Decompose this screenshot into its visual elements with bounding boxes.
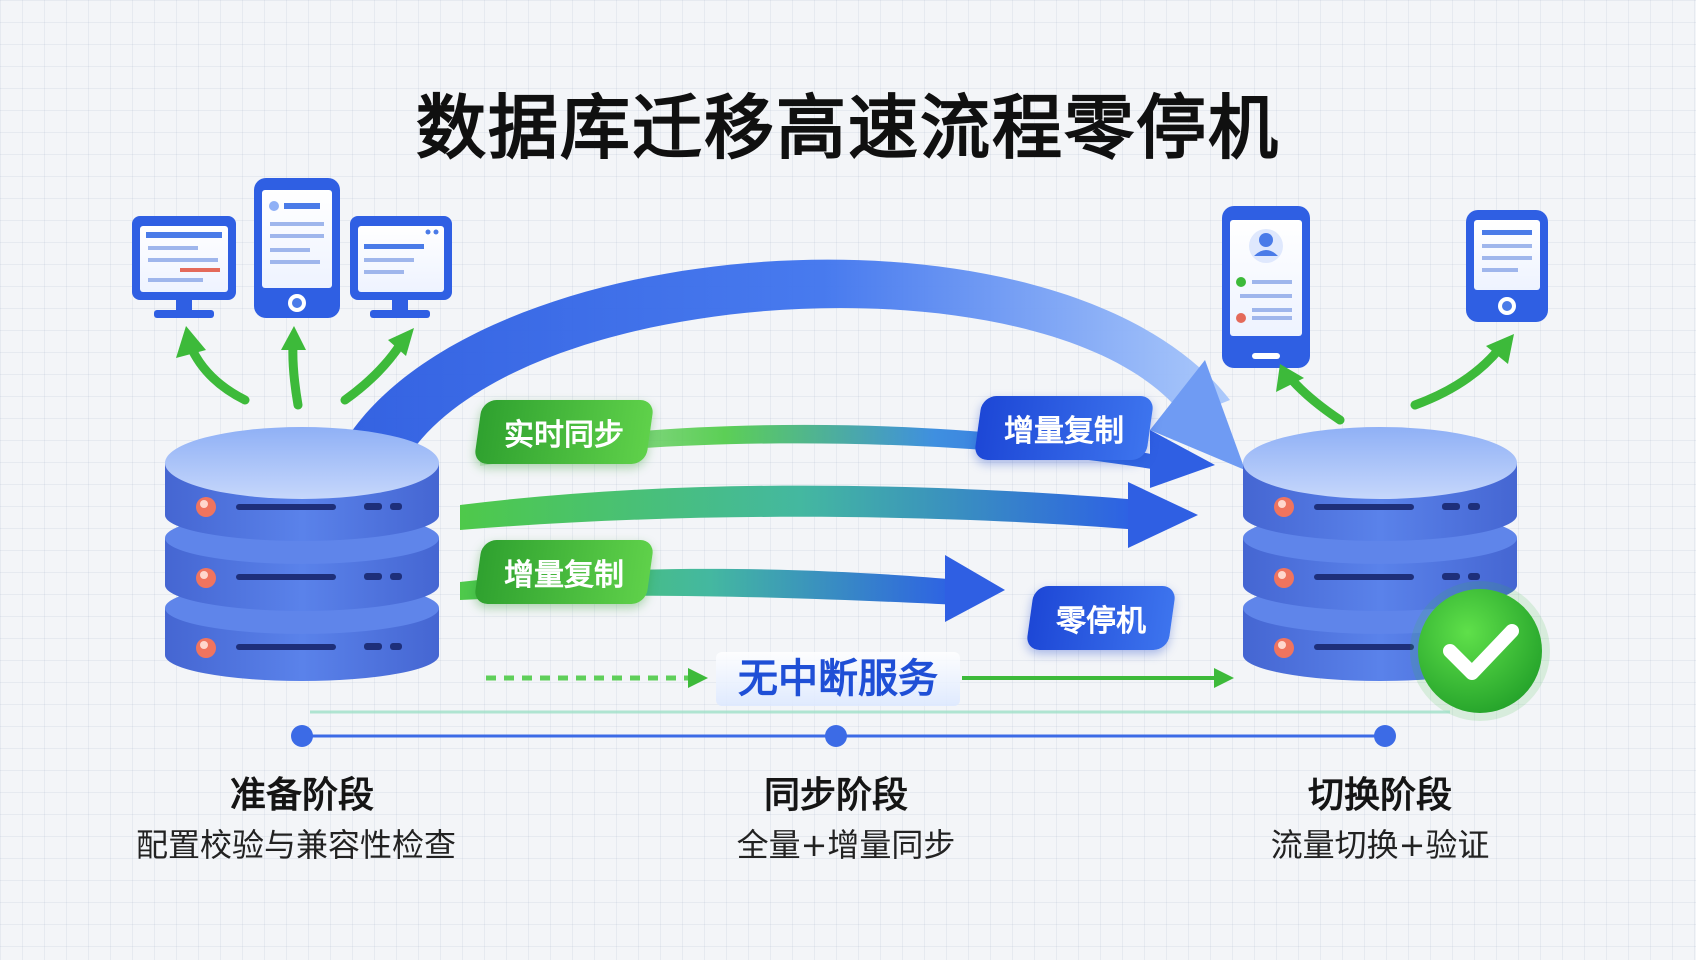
source-desktop-right-icon (350, 216, 452, 318)
full-sync-arrow (460, 482, 1198, 548)
stage-prep-title: 准备阶段 (229, 775, 374, 816)
main-migration-arc-arrow (330, 259, 1245, 470)
uninterrupted-service-arrow (486, 668, 1234, 688)
zero-downtime-label: 零停机 (1025, 586, 1177, 650)
incremental-replication-label-top: 增量复制 (973, 396, 1155, 460)
stage-switch-title: 切换阶段 (1307, 775, 1452, 816)
target-mobile-phone-icon (1466, 210, 1548, 322)
target-database-icon (1243, 427, 1517, 681)
source-mobile-phone-icon (254, 178, 340, 318)
page-title: 数据库迁移高速流程零停机 (416, 87, 1280, 169)
stage-sync-desc: 全量+增量同步 (736, 826, 956, 864)
source-desktop-left-icon (132, 216, 236, 318)
target-mobile-profile-icon (1222, 206, 1310, 368)
stage-prep-desc: 配置校验与兼容性检查 (135, 826, 456, 864)
source-database-icon (165, 427, 439, 681)
stage-sync-title: 同步阶段 (763, 775, 908, 816)
timeline (291, 710, 1450, 747)
success-check-icon (1410, 581, 1550, 721)
source-client-arrows (176, 326, 414, 410)
target-client-arrows (1276, 334, 1514, 425)
uninterrupted-service-label: 无中断服务 (716, 652, 960, 706)
stage-switch-desc: 流量切换+验证 (1270, 826, 1490, 864)
realtime-sync-label: 实时同步 (473, 400, 655, 464)
incremental-replication-label-left: 增量复制 (473, 540, 655, 604)
